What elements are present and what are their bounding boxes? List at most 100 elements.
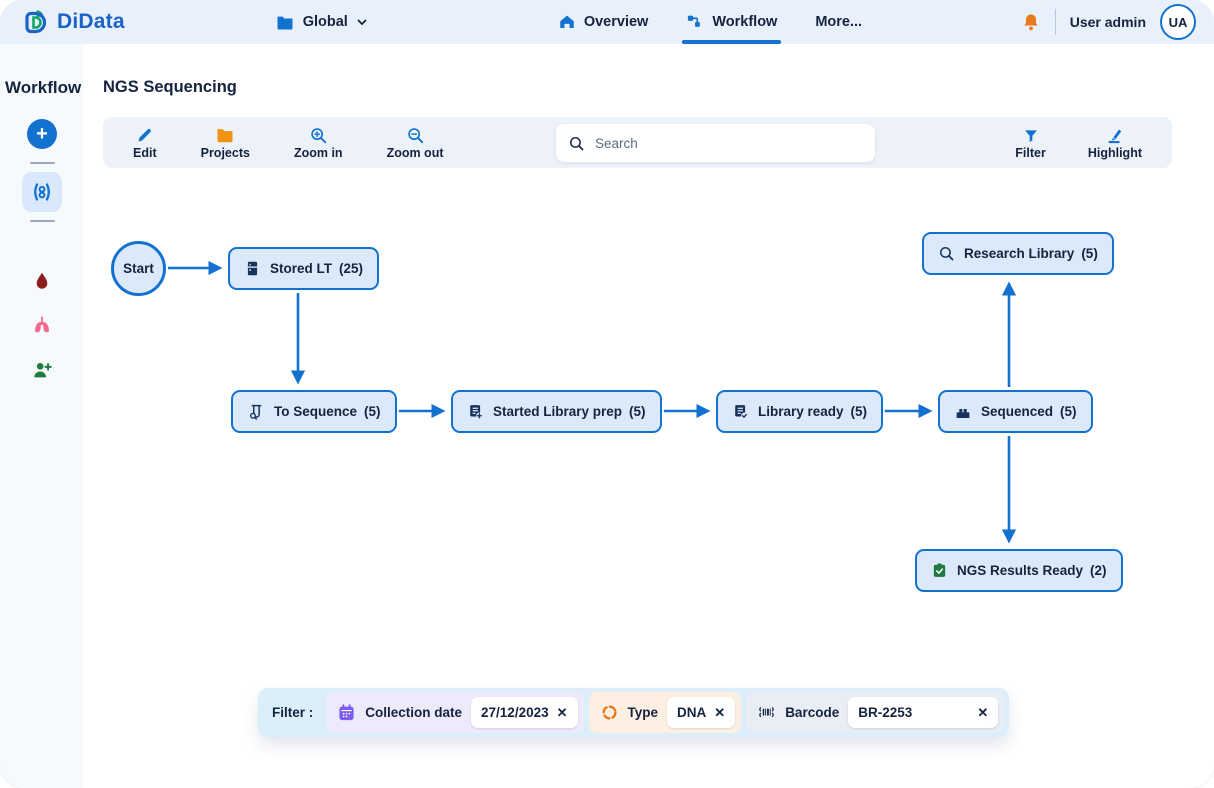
highlight-button[interactable]: Highlight [1080,126,1150,160]
filter-collection-date-name: Collection date [365,705,463,720]
sequencer-icon [954,403,972,421]
user-area: User admin UA [1021,4,1196,40]
brand-name: DiData [57,10,125,33]
zoom-out-button[interactable]: Zoom out [379,126,452,160]
node-stored-lt-count: (25) [339,261,364,276]
highlighter-icon [1105,126,1124,145]
user-name: User admin [1069,14,1146,30]
filter-bar-label: Filter : [272,705,314,720]
barcode-icon [757,703,776,722]
nav-workflow[interactable]: Workflow [682,0,782,44]
node-start[interactable]: Start [111,241,166,296]
nav-more[interactable]: More... [815,0,862,44]
folder-icon [215,125,235,145]
topbar-divider [1054,9,1056,35]
node-ngs-results-ready-count: (2) [1090,563,1107,578]
zoom-in-button-label: Zoom in [293,146,343,160]
node-research-library[interactable]: Research Library (5) [922,232,1114,275]
search-icon [938,245,955,262]
node-library-ready[interactable]: Library ready (5) [716,390,884,433]
zoom-out-icon [406,126,425,145]
search-input[interactable] [595,135,863,151]
folder-icon [275,12,295,32]
sidebar-item-add-user[interactable] [22,350,62,390]
node-to-sequence-count: (5) [364,404,381,419]
filter-type: Type DNA ✕ [588,692,742,733]
refresh-type-icon [600,703,619,722]
edit-button[interactable]: Edit [125,126,165,160]
nav-overview[interactable]: Overview [558,0,648,44]
sidebar-divider [30,220,55,222]
bell-icon[interactable] [1021,12,1041,32]
edit-button-label: Edit [133,146,157,160]
didata-logo-icon [20,7,50,37]
zoom-in-button[interactable]: Zoom in [286,126,351,160]
nav-workflow-label: Workflow [712,14,778,30]
node-started-library-prep[interactable]: Started Library prep (5) [451,390,662,433]
calendar-icon [337,703,356,722]
add-user-icon [31,359,53,381]
node-library-ready-count: (5) [850,404,868,419]
topbar: DiData Global Overview [0,0,1214,44]
workflow-icon [686,13,704,31]
sidebar-item-dna[interactable] [22,172,62,212]
lungs-icon [31,314,53,336]
freezer-icon [244,260,261,277]
node-stored-lt[interactable]: Stored LT (25) [228,247,380,290]
node-to-sequence[interactable]: To Sequence (5) [231,390,397,433]
search-box [556,124,875,162]
toolbar: Edit Projects Zoom in [103,117,1172,168]
node-research-library-count: (5) [1081,246,1098,261]
active-filters-bar: Filter : Collection date 27/12/2023 ✕ [258,688,1010,737]
filter-type-chip[interactable]: DNA ✕ [667,697,736,728]
main-nav: Overview Workflow More... [558,0,862,44]
pencil-icon [135,126,154,145]
scope-selector[interactable]: Global [275,12,368,32]
brand-logo[interactable]: DiData [20,7,125,37]
zoom-in-icon [309,126,328,145]
filter-collection-date-chip[interactable]: 27/12/2023 ✕ [471,697,578,728]
filter-barcode-value: BR-2253 [858,705,913,720]
filter-barcode: Barcode BR-2253 ✕ [746,692,1005,733]
node-sequenced-label: Sequenced [981,404,1054,419]
tube-search-icon [247,403,265,421]
node-start-label: Start [123,261,154,276]
sidebar-item-blood[interactable] [22,261,62,301]
remove-barcode-icon[interactable]: ✕ [977,705,989,720]
funnel-icon [1022,127,1040,145]
search-icon [568,135,585,152]
projects-button-label: Projects [200,146,250,160]
nav-more-label: More... [815,14,863,30]
filter-barcode-name: Barcode [785,705,840,720]
node-research-library-label: Research Library [964,246,1075,261]
filter-collection-date-value: 27/12/2023 [481,705,549,720]
node-started-library-prep-count: (5) [629,404,646,419]
blood-drop-icon [31,270,53,292]
node-started-library-prep-label: Started Library prep [493,404,623,419]
chevron-down-icon [356,16,368,28]
highlight-button-label: Highlight [1087,145,1142,160]
remove-type-icon[interactable]: ✕ [714,705,726,720]
node-sequenced[interactable]: Sequenced (5) [938,390,1093,433]
node-stored-lt-label: Stored LT [270,261,332,276]
zoom-out-button-label: Zoom out [386,146,444,160]
filter-type-name: Type [627,705,659,720]
scope-label: Global [302,14,348,30]
home-icon [558,13,576,31]
projects-button[interactable]: Projects [193,125,258,160]
sidebar-item-lungs[interactable] [22,305,62,345]
node-library-ready-label: Library ready [758,404,844,419]
filter-barcode-chip[interactable]: BR-2253 ✕ [848,697,999,728]
clipboard-check-icon [931,562,948,579]
node-to-sequence-label: To Sequence [274,404,358,419]
remove-collection-date-icon[interactable]: ✕ [556,705,568,720]
node-ngs-results-ready[interactable]: NGS Results Ready (2) [915,549,1123,592]
user-avatar[interactable]: UA [1160,4,1196,40]
add-workflow-button[interactable]: + [27,119,57,149]
document-add-icon [467,403,484,420]
dna-icon [30,180,54,204]
node-ngs-results-ready-label: NGS Results Ready [957,563,1084,578]
filter-button[interactable]: Filter [1007,127,1054,160]
